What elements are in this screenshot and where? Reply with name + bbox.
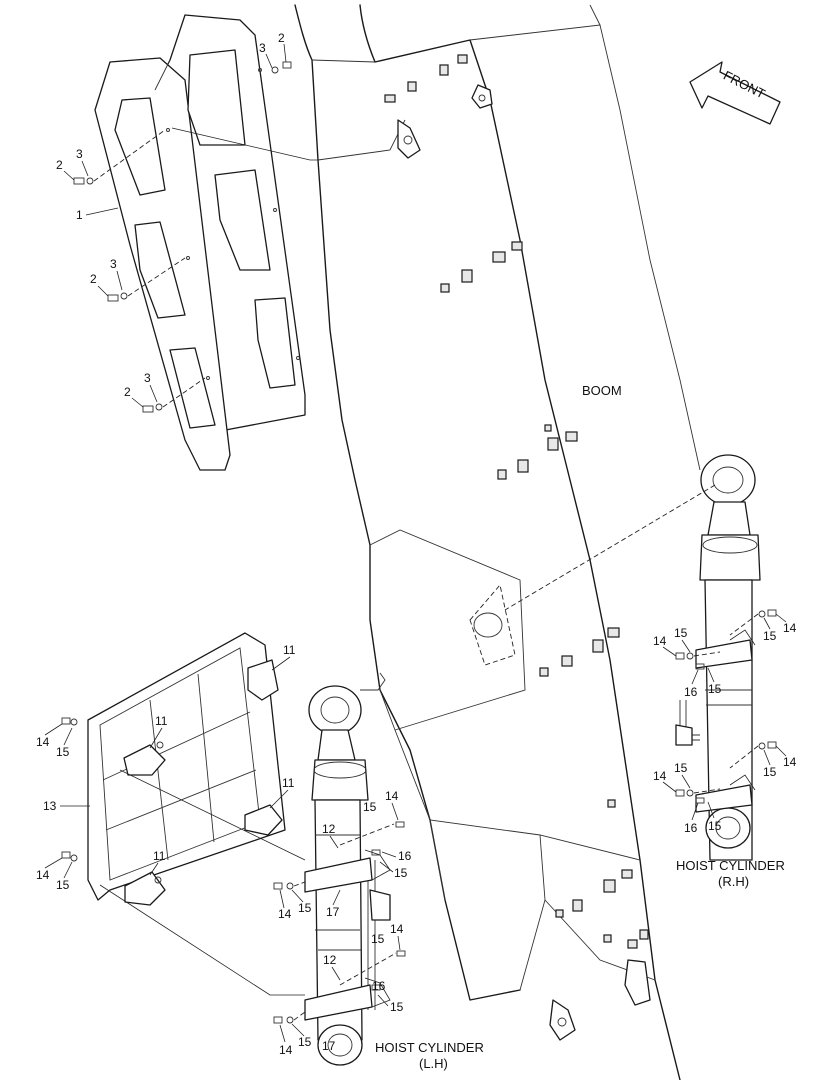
callout-13: 13 bbox=[43, 799, 57, 813]
callout-15: 15 bbox=[674, 761, 688, 775]
labels: BOOM HOIST CYLINDER (R.H) HOIST CYLINDER… bbox=[375, 383, 785, 1071]
callout-17: 17 bbox=[322, 1039, 336, 1053]
callout-15: 15 bbox=[298, 1035, 312, 1049]
callout-11: 11 bbox=[283, 643, 296, 657]
callout-14: 14 bbox=[653, 634, 667, 648]
callout-1: 1 bbox=[76, 208, 83, 222]
callout-3: 3 bbox=[110, 257, 117, 271]
callout-12: 12 bbox=[323, 953, 337, 967]
callout-15: 15 bbox=[390, 1000, 404, 1014]
hoist-cylinder-rh bbox=[504, 454, 777, 861]
callout-15: 15 bbox=[298, 901, 312, 915]
callout-11: 11 bbox=[153, 849, 166, 863]
callouts-lh-cylinder: 15 14 12 16 15 14 15 17 15 14 12 16 15 1… bbox=[278, 789, 412, 1057]
hoist-cylinder-lh-label: HOIST CYLINDER bbox=[375, 1040, 484, 1055]
callout-14: 14 bbox=[36, 868, 50, 882]
guard-part-1 bbox=[94, 14, 318, 471]
callout-14: 14 bbox=[783, 621, 797, 635]
callout-14: 14 bbox=[279, 1043, 293, 1057]
callout-2: 2 bbox=[124, 385, 131, 399]
callouts-guard: 3 2 2 3 1 2 3 2 3 bbox=[56, 31, 287, 408]
guard-bolts bbox=[73, 61, 292, 413]
callout-15: 15 bbox=[394, 866, 408, 880]
callout-14: 14 bbox=[385, 789, 399, 803]
callout-2: 2 bbox=[90, 272, 97, 286]
callout-3: 3 bbox=[76, 147, 83, 161]
callout-17: 17 bbox=[326, 905, 340, 919]
callouts-rh-cylinder: 14 15 15 14 16 15 14 15 15 14 16 15 bbox=[653, 613, 797, 835]
callout-11: 11 bbox=[155, 714, 168, 728]
callout-15: 15 bbox=[371, 932, 385, 946]
callout-16: 16 bbox=[398, 849, 412, 863]
callout-14: 14 bbox=[390, 922, 404, 936]
callout-15: 15 bbox=[763, 629, 777, 643]
boom-label: BOOM bbox=[582, 383, 622, 398]
frame-bolts bbox=[61, 717, 78, 862]
callout-12: 12 bbox=[322, 822, 336, 836]
callout-14: 14 bbox=[36, 735, 50, 749]
callout-16: 16 bbox=[684, 685, 698, 699]
callout-14: 14 bbox=[278, 907, 292, 921]
callout-2: 2 bbox=[278, 31, 285, 45]
callout-15: 15 bbox=[674, 626, 688, 640]
callouts-frame: 11 11 11 11 13 14 15 14 15 bbox=[36, 643, 296, 892]
frame-part-13 bbox=[87, 632, 286, 906]
callout-3: 3 bbox=[144, 371, 151, 385]
callout-14: 14 bbox=[783, 755, 797, 769]
boom bbox=[294, 4, 701, 1080]
callout-16: 16 bbox=[684, 821, 698, 835]
hoist-cylinder-rh-label: HOIST CYLINDER bbox=[676, 858, 785, 873]
callout-15: 15 bbox=[56, 745, 70, 759]
callout-2: 2 bbox=[56, 158, 63, 172]
callout-15: 15 bbox=[763, 765, 777, 779]
callout-15: 15 bbox=[708, 819, 722, 833]
callout-15: 15 bbox=[708, 682, 722, 696]
callout-11: 11 bbox=[282, 776, 295, 790]
hoist-cylinder-rh-side: (R.H) bbox=[718, 874, 749, 889]
front-arrow: FRONT bbox=[689, 61, 781, 125]
callout-15: 15 bbox=[56, 878, 70, 892]
hoist-cylinder-lh-side: (L.H) bbox=[419, 1056, 448, 1071]
callout-15: 15 bbox=[363, 800, 377, 814]
hoist-cylinder-lh bbox=[99, 672, 406, 1066]
callout-14: 14 bbox=[653, 769, 667, 783]
callout-16: 16 bbox=[372, 979, 386, 993]
callout-3: 3 bbox=[259, 41, 266, 55]
